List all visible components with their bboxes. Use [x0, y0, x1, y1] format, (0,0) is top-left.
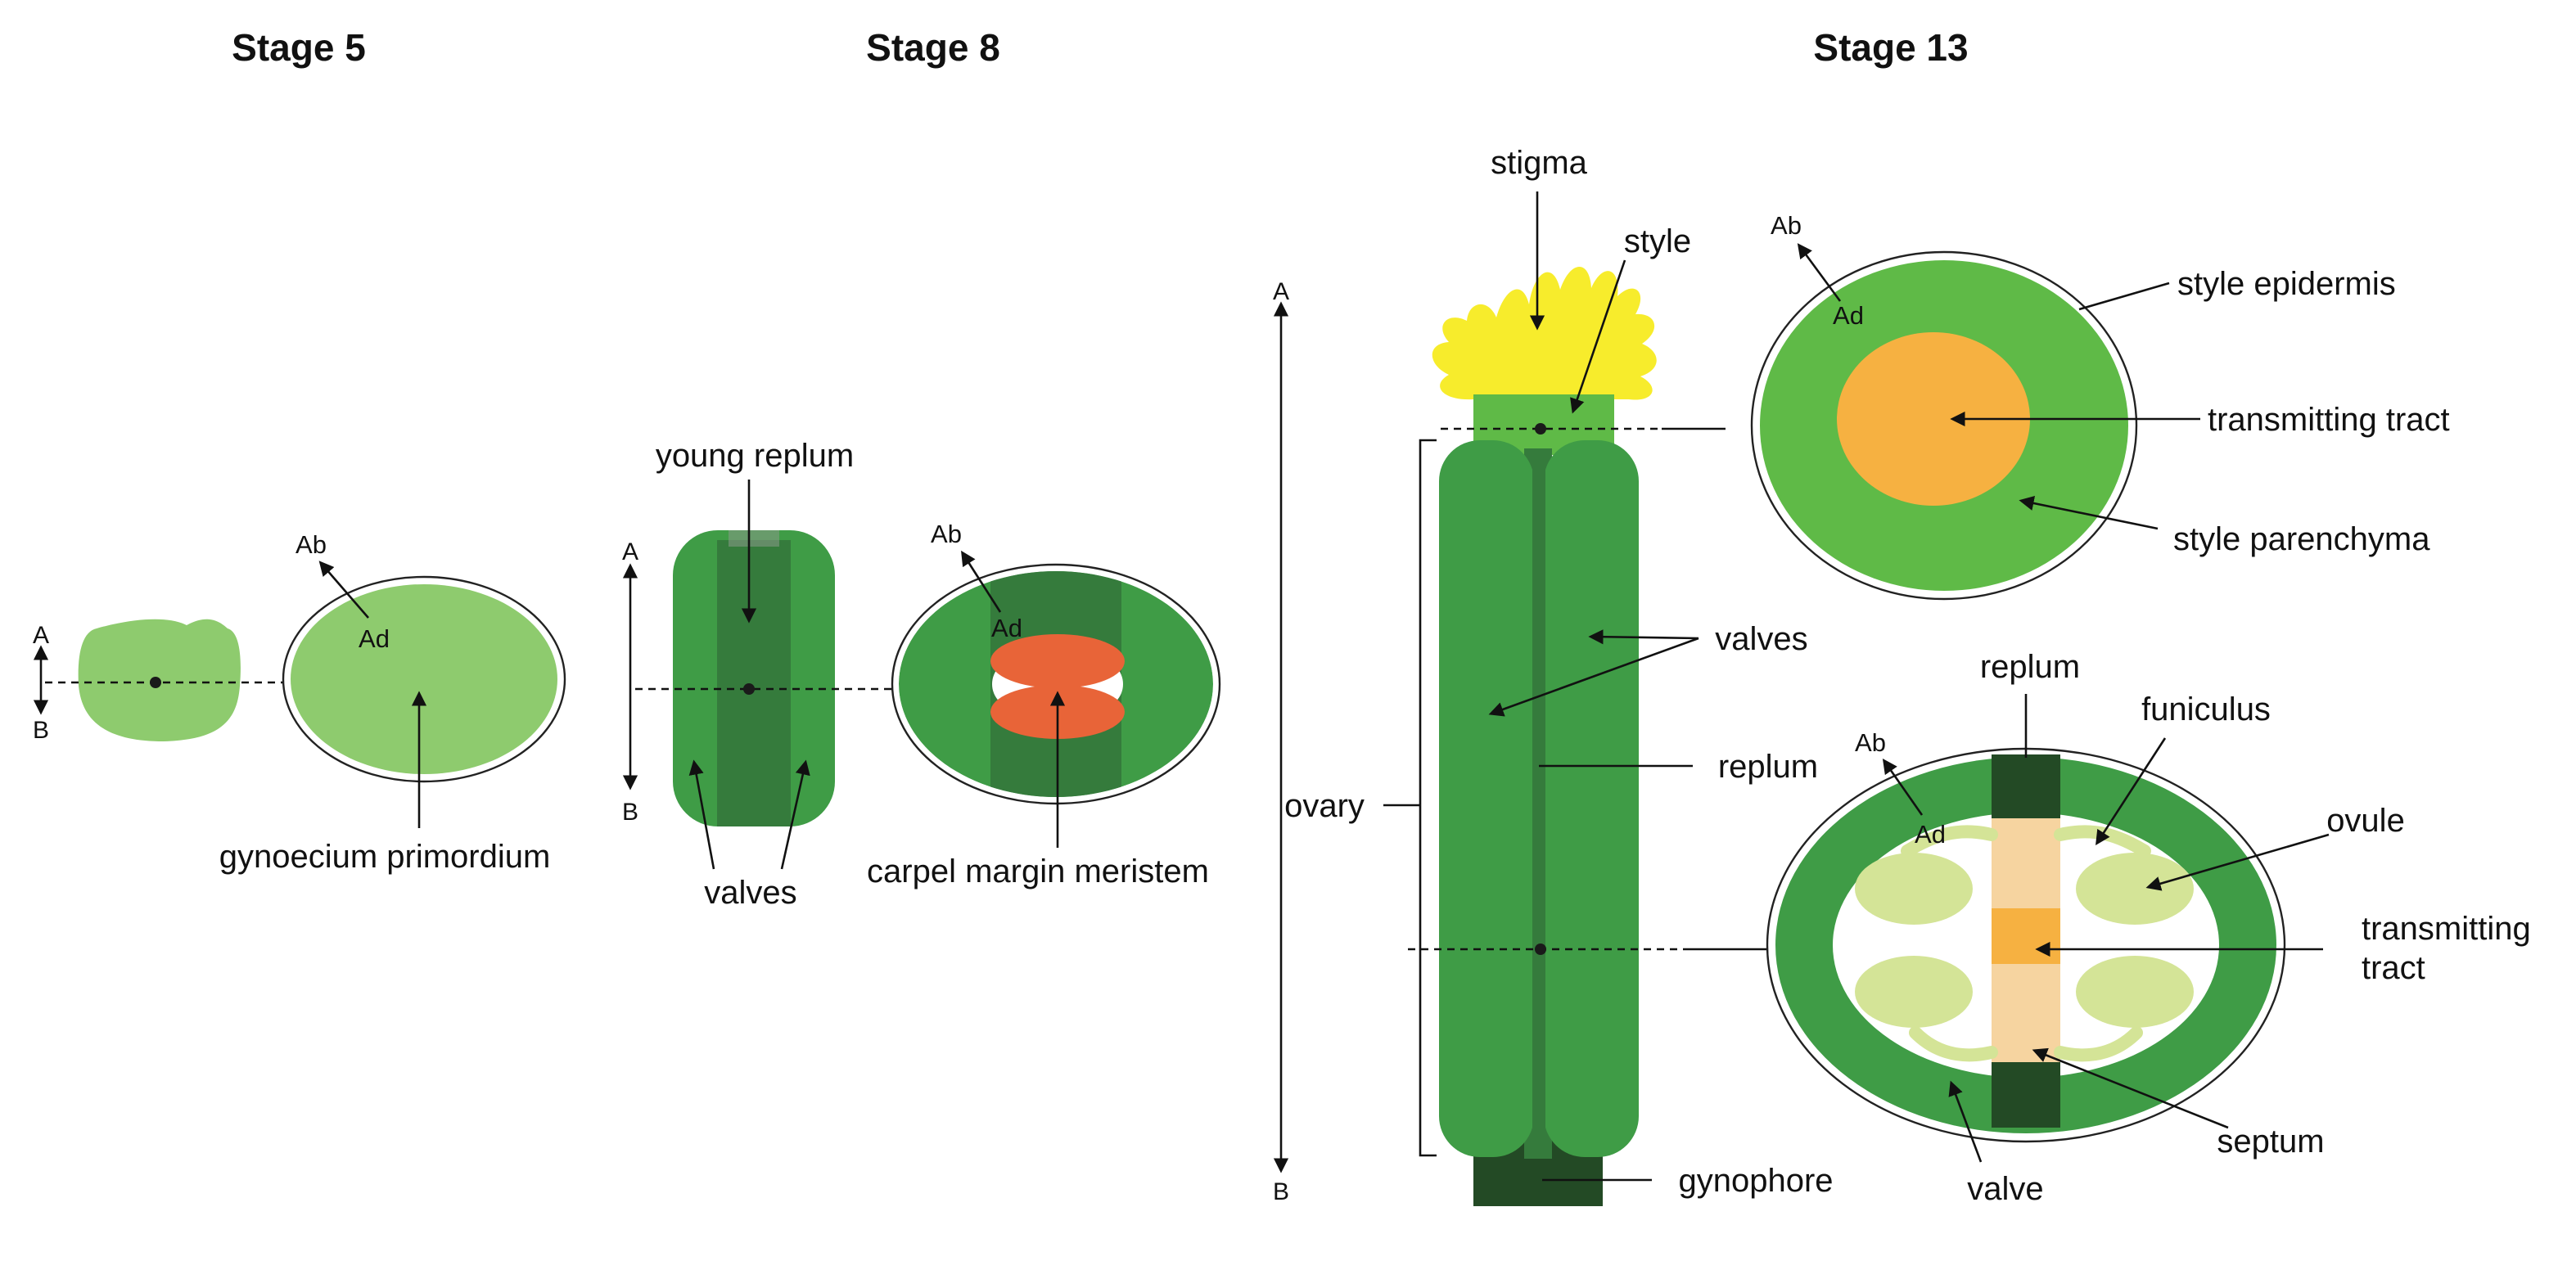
ovule-lower-right: [2076, 956, 2194, 1028]
stigma-shape: [1432, 266, 1657, 400]
valve-right: [1544, 440, 1639, 1157]
style-abaxial-label: Ab: [1771, 211, 1802, 240]
stage8-valve-leader-right: [780, 759, 810, 870]
stage8-ab-ad-arrow: [961, 550, 1002, 613]
stage8-valve-leader-left: [688, 759, 715, 870]
funiculus-leader: [2096, 737, 2167, 846]
stage8-title: Stage 8: [866, 26, 1000, 69]
stage8-panel: A B young replum valves Ab Ad carpel mar…: [622, 438, 1221, 911]
replum-cross-label: replum: [1980, 649, 2080, 685]
ovary-replum-bottom: [1992, 1061, 2060, 1128]
ovary-label: ovary: [1284, 788, 1365, 824]
stage8-axis-label-b: B: [622, 799, 638, 826]
stage8-abaxial-label: Ab: [931, 520, 962, 548]
stage13-axis-label-a: A: [1273, 278, 1289, 305]
ovary-transmitting-tract-shape: [1992, 908, 2060, 964]
style-parenchyma-label: style parenchyma: [2173, 521, 2430, 557]
stage8-section-point: [743, 683, 755, 695]
stage5-axis-label-b: B: [33, 717, 49, 744]
stage5-title: Stage 5: [232, 26, 366, 69]
style-ab-ad-arrow: [1797, 243, 1842, 302]
style-epidermis-leader: [2078, 281, 2170, 311]
style-label: style: [1624, 223, 1691, 259]
valve-label: valve: [1967, 1171, 2043, 1207]
valves-leader-1: [1588, 629, 1699, 645]
ovary-bracket: [1419, 439, 1437, 1157]
stage5-adaxial-label: Ad: [359, 624, 390, 653]
ovule-label: ovule: [2326, 803, 2405, 839]
replum-strip: [1532, 455, 1545, 1155]
stage5-ab-ad-arrow: [318, 561, 369, 619]
replum-long-label: replum: [1718, 749, 1818, 785]
funiculus-lower-left: [1909, 1026, 1998, 1062]
ovary-transmitting-tract-label-line2: tract: [2362, 950, 2425, 986]
funiculus-upper-left: [1901, 825, 1998, 858]
ovary-section-point: [1535, 943, 1546, 955]
stigma-label: stigma: [1491, 145, 1588, 181]
style-transmitting-tract-label: transmitting tract: [2208, 402, 2450, 438]
valve-left: [1439, 440, 1534, 1157]
ovule-upper-right: [2076, 853, 2194, 925]
stage13-title: Stage 13: [1813, 26, 1968, 69]
ovule-upper-left: [1855, 853, 1973, 925]
stage13-panel: A B ovary stigma style valves: [1273, 145, 2531, 1207]
style-leader: [1570, 259, 1626, 414]
stage5-abaxial-label: Ab: [295, 530, 327, 559]
gynophore-label: gynophore: [1678, 1163, 1833, 1199]
ovary-adaxial-label: Ad: [1915, 820, 1946, 849]
stage5-cross-section-primordium: [291, 584, 557, 774]
stage8-valves-label: valves: [704, 875, 796, 911]
carpel-margin-meristem-label: carpel margin meristem: [867, 853, 1209, 889]
style-epidermis-label: style epidermis: [2177, 266, 2396, 302]
ovule-leader: [2145, 833, 2330, 891]
stage8-carpel-margin-meristem-top: [990, 634, 1125, 688]
stage5-panel: A B Ab Ad gynoecium primordium: [33, 530, 566, 875]
funiculus-lower-right: [2054, 1026, 2143, 1062]
stage5-axis-label-a: A: [33, 622, 49, 649]
stage8-axis-label-a: A: [622, 538, 638, 565]
ovary-replum-top: [1992, 754, 2060, 820]
valves-leader-2: [1488, 637, 1699, 717]
style-transmitting-tract-shape: [1837, 332, 2030, 506]
style-parenchyma-leader: [2019, 496, 2159, 530]
stage8-adaxial-label: Ad: [991, 614, 1022, 642]
style-adaxial-label: Ad: [1833, 301, 1864, 330]
stage8-replum-tip: [729, 530, 779, 547]
young-replum-label: young replum: [656, 438, 854, 474]
septum-label: septum: [2217, 1124, 2324, 1160]
funiculus-label: funiculus: [2141, 691, 2271, 727]
septum-leader: [2032, 1047, 2229, 1129]
stage13-valves-label: valves: [1715, 621, 1807, 657]
ovary-abaxial-label: Ab: [1855, 728, 1886, 757]
ovary-ab-ad-arrow: [1882, 759, 1924, 816]
stage8-young-replum-band: [717, 540, 791, 826]
stage13-axis-label-b: B: [1273, 1178, 1289, 1205]
gynoecium-primordium-label: gynoecium primordium: [219, 839, 551, 875]
ovary-transmitting-tract-label-line1: transmitting: [2362, 911, 2531, 947]
stage5-section-point: [150, 677, 161, 688]
ovule-lower-left: [1855, 956, 1973, 1028]
style-section-point: [1535, 423, 1546, 435]
valve-leader: [1948, 1080, 1983, 1163]
